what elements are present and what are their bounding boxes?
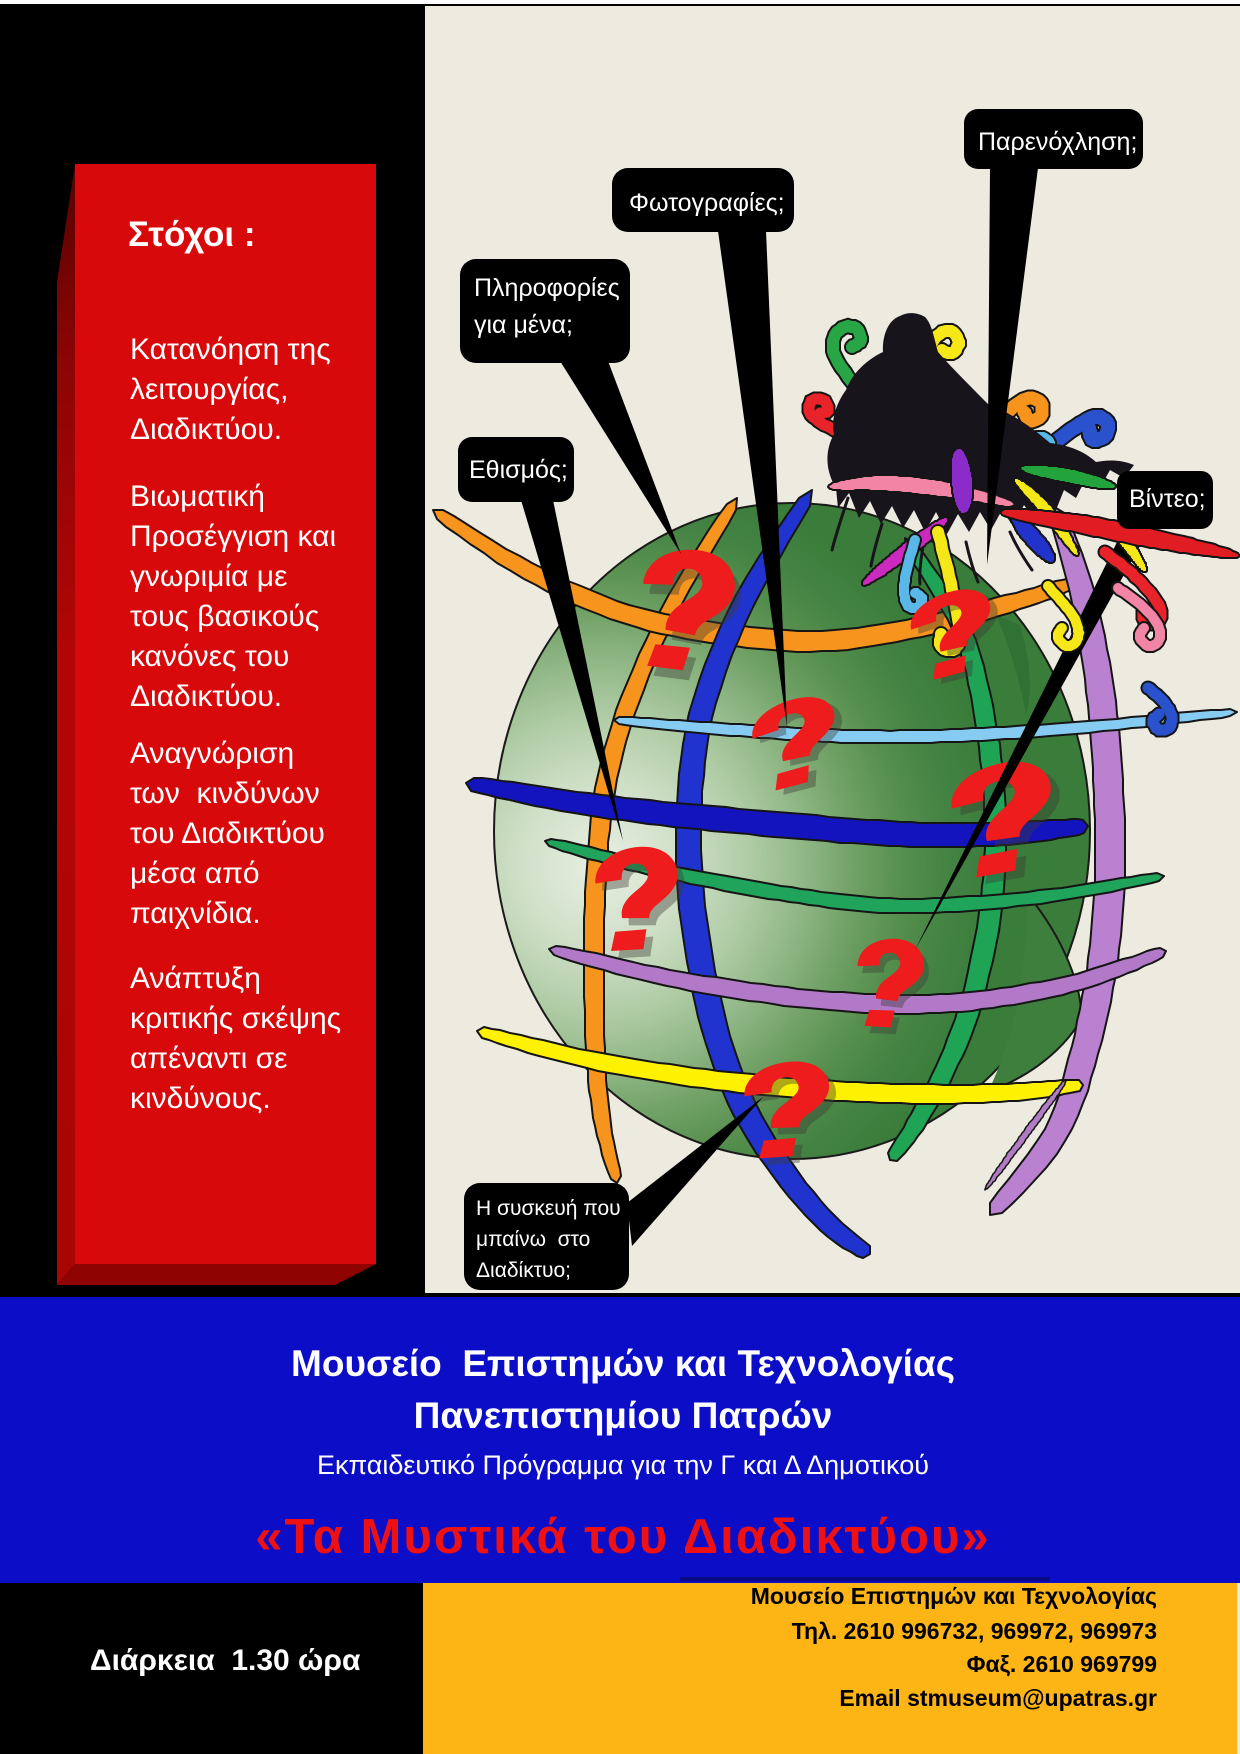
svg-text:μπαίνω στο: μπαίνω στο (476, 1228, 590, 1251)
svg-text:Η συσκευή που: Η συσκευή που (476, 1197, 621, 1220)
svg-text:για μένα;: για μένα; (474, 311, 573, 339)
svg-text:Πληροφορίες: Πληροφορίες (474, 274, 620, 302)
svg-text:Φωτογραφίες;: Φωτογραφίες; (629, 189, 785, 217)
svg-text:Εθισμός;: Εθισμός; (469, 456, 568, 484)
svg-text:Βίντεο;: Βίντεο; (1129, 485, 1206, 513)
svg-text:Παρενόχληση;: Παρενόχληση; (978, 128, 1137, 156)
svg-text:Διαδίκτυο;: Διαδίκτυο; (476, 1259, 571, 1282)
